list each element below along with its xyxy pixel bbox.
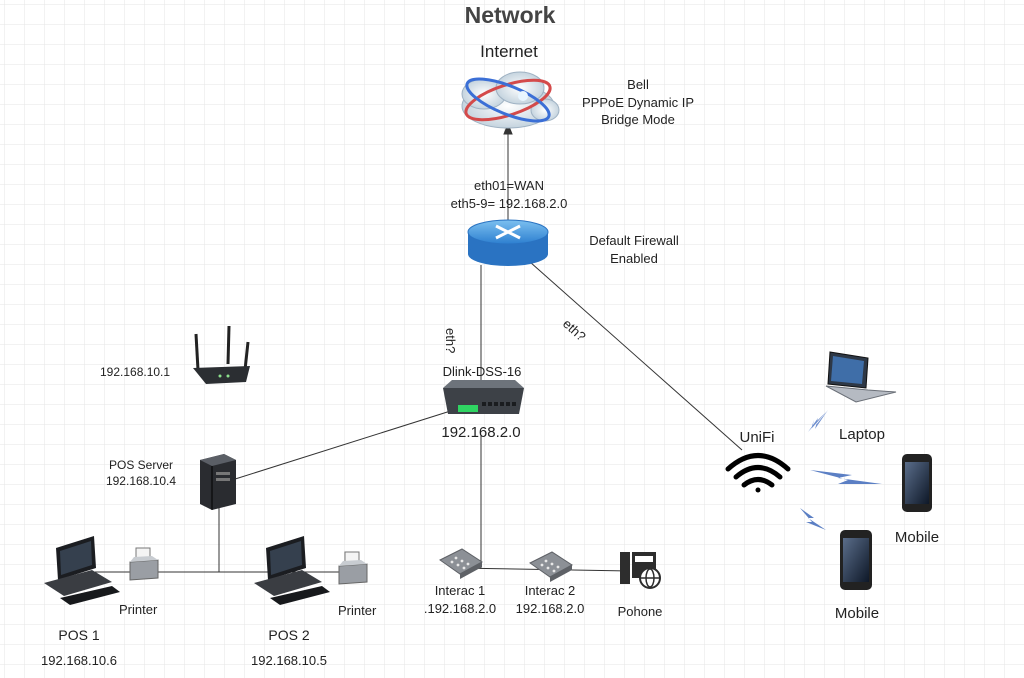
unifi-name: UniFi bbox=[739, 429, 775, 446]
switch-name: Dlink-DSS-16 bbox=[442, 364, 522, 379]
mobile-icon bbox=[902, 454, 932, 512]
pos1-name: POS 1 bbox=[58, 627, 100, 643]
phone-name: Pohone bbox=[617, 604, 663, 619]
pos2-name: POS 2 bbox=[268, 627, 310, 643]
interac2-ip: 192.168.2.0 bbox=[515, 600, 585, 616]
ip-phone-icon bbox=[620, 552, 661, 589]
terminal-icon bbox=[529, 551, 573, 582]
laptop-label: Laptop bbox=[839, 426, 885, 443]
printer-icon bbox=[129, 547, 159, 581]
router-lan-ports: eth5-9= 192.168.2.0 bbox=[450, 195, 568, 211]
switch-icon bbox=[443, 380, 524, 414]
cloud-icon bbox=[461, 71, 560, 129]
pc-icon bbox=[44, 536, 120, 605]
mobile2-label: Mobile bbox=[834, 605, 880, 622]
router-ports: eth01=WAN eth5-9= 192.168.2.0 bbox=[451, 177, 568, 212]
interac1-info: Interac 1 .192.168.2.0 bbox=[424, 582, 496, 617]
interac2-info: Interac 2 192.168.2.0 bbox=[516, 582, 585, 617]
isp-mode: Bridge Mode bbox=[601, 112, 675, 128]
pos2-printer-label: Printer bbox=[338, 603, 377, 618]
link-switch-server bbox=[231, 407, 461, 481]
interac1-ip: .192.168.2.0 bbox=[423, 600, 497, 616]
diagram-title: Network bbox=[464, 2, 556, 28]
pos-server-name: POS Server bbox=[108, 458, 174, 472]
terminal-icon bbox=[439, 548, 483, 579]
printer-icon bbox=[338, 551, 368, 585]
pos-server-ip: 192.168.10.4 bbox=[105, 474, 177, 489]
pos1-printer-label: Printer bbox=[119, 602, 158, 617]
wireless-router-icon bbox=[193, 325, 250, 384]
link-router-unifi bbox=[529, 261, 743, 451]
pos1-ip: 192.168.10.6 bbox=[41, 653, 117, 668]
mobile-icon bbox=[840, 530, 872, 590]
lightning-icon bbox=[800, 410, 882, 530]
isp-name: Bell bbox=[627, 77, 649, 92]
interac1-name: Interac 1 bbox=[434, 583, 486, 598]
wifi-icon bbox=[725, 453, 791, 493]
pos2-ip: 192.168.10.5 bbox=[251, 653, 327, 668]
firewall-status: Enabled bbox=[610, 250, 658, 266]
isp-info: Bell PPPoE Dynamic IP Bridge Mode bbox=[582, 76, 694, 129]
pos-server-info: POS Server 192.168.10.4 bbox=[106, 457, 176, 489]
link-label-router-switch: eth? bbox=[443, 328, 458, 354]
router-wan-port: eth01=WAN bbox=[474, 178, 544, 193]
server-icon bbox=[200, 454, 236, 510]
laptop-icon bbox=[825, 351, 897, 403]
wifi-router-ip: 192.168.10.1 bbox=[100, 365, 171, 379]
interac2-name: Interac 2 bbox=[524, 583, 576, 598]
mobile1-label: Mobile bbox=[894, 529, 940, 546]
internet-label: Internet bbox=[480, 42, 538, 61]
router-icon bbox=[467, 219, 549, 266]
firewall-label: Default Firewall bbox=[589, 233, 679, 248]
firewall-info: Default Firewall Enabled bbox=[589, 232, 679, 267]
isp-connection: PPPoE Dynamic IP bbox=[582, 94, 694, 110]
arrow-head bbox=[503, 122, 513, 135]
switch-ip: 192.168.2.0 bbox=[441, 424, 521, 441]
pc-icon bbox=[254, 536, 330, 605]
